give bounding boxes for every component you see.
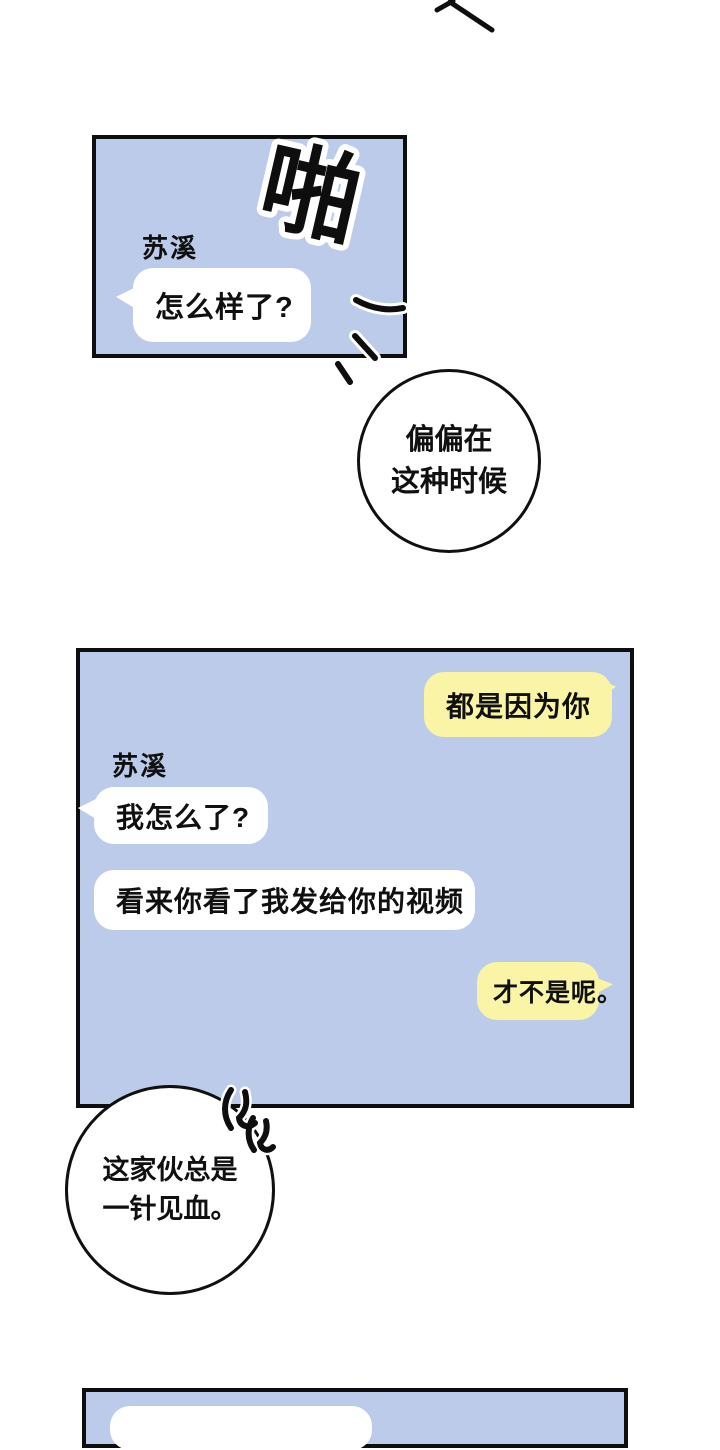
chat-bubble: 都是因为你 [424, 672, 612, 737]
chat-bubble: 才不是呢。 [477, 962, 622, 1020]
chat-bubble [110, 1406, 372, 1450]
narration-line: 这种时候 [390, 466, 507, 498]
anger-vein-icon [219, 1084, 279, 1156]
narration-line: 这家伙总是 [102, 1154, 238, 1185]
comic-page: { "colors": { "panel_blue": "#bdcbea", "… [65, 0, 634, 1448]
speaker-name: 苏溪 [112, 751, 169, 781]
sfx-glyph: 啪 [251, 129, 371, 258]
chat-bubble: 看来你看了我发给你的视频 [94, 870, 475, 930]
narration-bubble: 偏偏在 这种时候 [357, 369, 541, 553]
speed-line-icon [434, 0, 495, 33]
chat-bubble: 我怎么了? [94, 787, 268, 844]
chat-bubble: 怎么样了? [133, 268, 311, 342]
narration-line: 偏偏在 [405, 423, 493, 456]
narration-line: 一针见血。 [102, 1194, 238, 1224]
sfx-text: 啪 [245, 123, 377, 260]
speaker-name: 苏溪 [142, 233, 199, 263]
motion-dash-icon [332, 294, 409, 388]
